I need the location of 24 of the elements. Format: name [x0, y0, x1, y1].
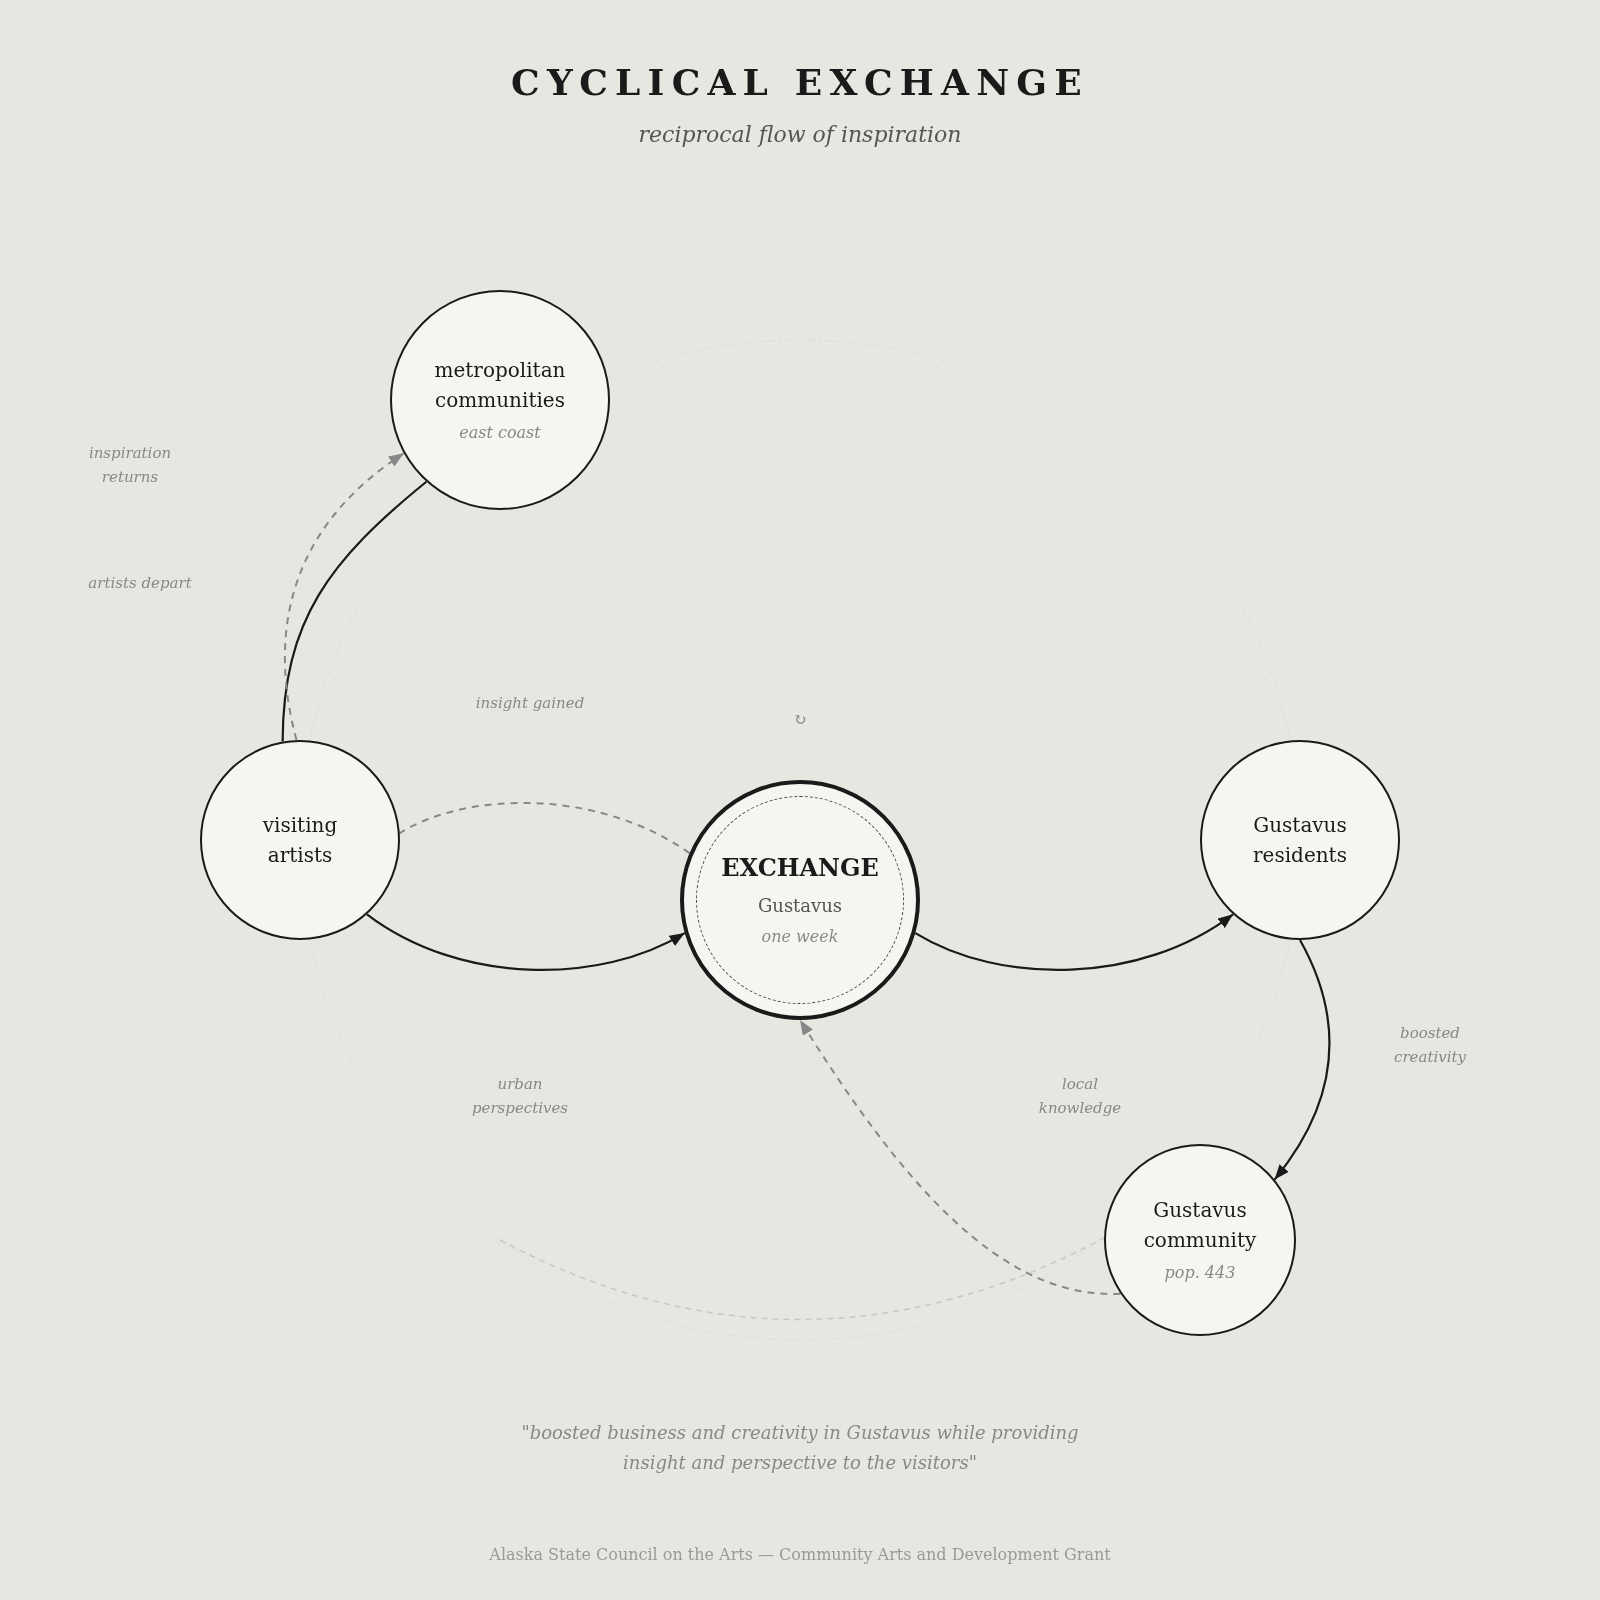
- note: urban perspectives: [470, 1074, 570, 1119]
- note: boosted creativity: [1393, 1023, 1467, 1068]
- note: inspiration returns: [87, 443, 173, 488]
- arrow: [1273, 939, 1331, 1181]
- cycle-icon: ↻: [780, 708, 820, 732]
- node-title: visiting artists: [261, 812, 339, 869]
- title: CYCLICAL EXCHANGE: [510, 60, 1090, 105]
- arrow: [914, 913, 1234, 971]
- dashed-arrow: [799, 1019, 1122, 1295]
- note: insight gained: [474, 693, 586, 714]
- dashed-arrow: [284, 452, 405, 742]
- node-title: EXCHANGE: [721, 851, 879, 884]
- footer-credit: Alaska State Council on the Arts — Community Arts and Development Grant: [488, 1544, 1112, 1566]
- subtitle: reciprocal flow of inspiration: [637, 121, 963, 149]
- node-title: metropolitan communities: [433, 357, 567, 414]
- node-title: Gustavus community: [1142, 1197, 1258, 1254]
- node-note: east coast: [459, 422, 541, 444]
- node-note: one week: [761, 925, 839, 948]
- node-subtitle: Gustavus: [757, 893, 843, 918]
- node-note: pop. 443: [1164, 1262, 1236, 1284]
- note: artists depart: [87, 573, 193, 594]
- note: local knowledge: [1037, 1074, 1123, 1119]
- quote: "boosted business and creativity in Gustavus while providing insight and perspective to the visitors": [520, 1421, 1080, 1475]
- node-title: Gustavus residents: [1252, 812, 1348, 869]
